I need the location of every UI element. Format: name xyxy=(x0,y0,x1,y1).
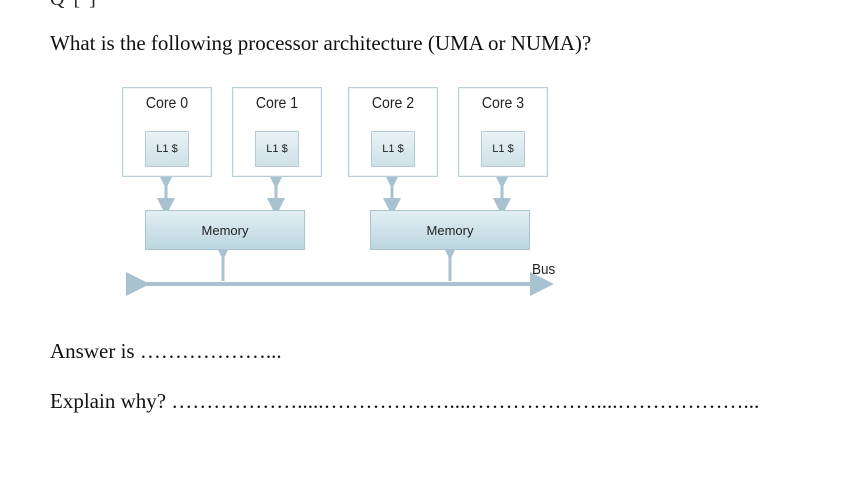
core-label: Core 3 xyxy=(481,95,525,112)
core-0: Core 0 L1 $ xyxy=(122,87,212,177)
bus-label: Bus xyxy=(532,261,556,278)
core-3: Core 3 L1 $ xyxy=(458,87,548,177)
core-label: Core 2 xyxy=(371,95,415,112)
core-1: Core 1 L1 $ xyxy=(232,87,322,177)
explain-line: Explain why? ……………….....………………....………………… xyxy=(50,389,760,413)
l1-cache: L1 $ xyxy=(255,131,299,167)
question-text: What is the following processor architec… xyxy=(50,31,592,55)
core-2: Core 2 L1 $ xyxy=(348,87,438,177)
memory-block-0: Memory xyxy=(145,210,305,250)
core-label: Core 1 xyxy=(255,95,299,112)
core-label: Core 0 xyxy=(145,95,189,112)
answer-line: Answer is ………………... xyxy=(50,339,282,363)
l1-cache: L1 $ xyxy=(371,131,415,167)
memory-block-1: Memory xyxy=(370,210,530,250)
top-cut-heading: Q [ ] xyxy=(50,0,98,11)
l1-cache: L1 $ xyxy=(481,131,525,167)
l1-cache: L1 $ xyxy=(145,131,189,167)
